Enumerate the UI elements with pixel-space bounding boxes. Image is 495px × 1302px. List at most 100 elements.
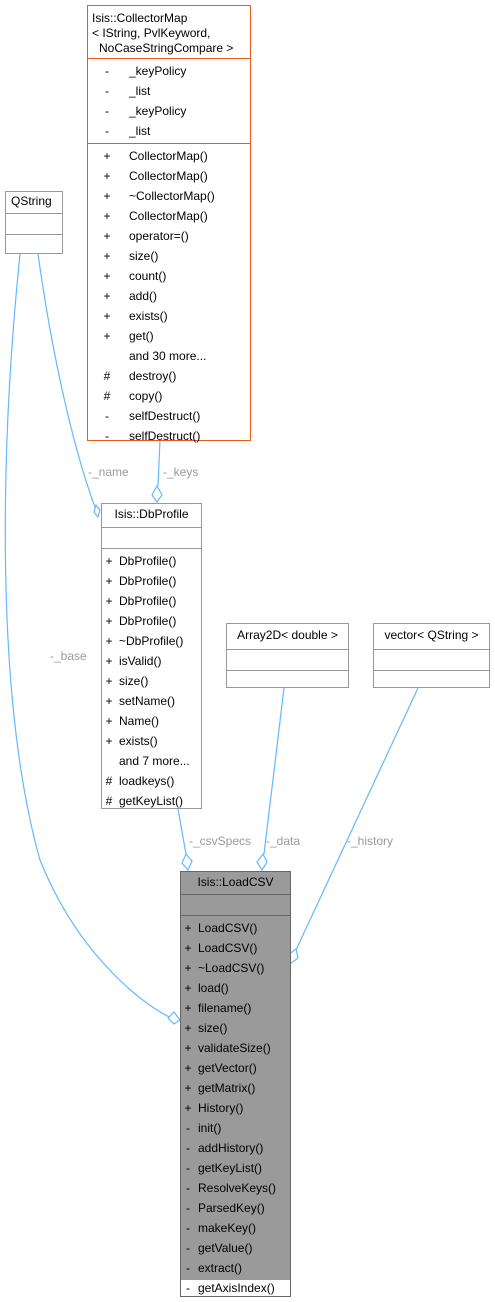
db-profile-method-row[interactable]: +isValid()	[102, 651, 201, 671]
class-qstring-attributes	[6, 213, 62, 234]
load-csv-method-row[interactable]: +load()	[181, 978, 290, 998]
edge-name-diamond	[93, 503, 101, 519]
db-profile-method-row[interactable]: +size()	[102, 671, 201, 691]
db-profile-method-name: DbProfile()	[119, 594, 177, 608]
load-csv-method-name: LoadCSV()	[198, 921, 258, 935]
collector-map-attribute-row[interactable]: -_keyPolicy	[88, 61, 250, 81]
load-csv-method-visibility: +	[184, 1101, 192, 1115]
class-vector-qstring-attributes	[374, 649, 489, 670]
load-csv-method-row[interactable]: -getValue()	[181, 1238, 290, 1258]
load-csv-method-name: History()	[198, 1101, 244, 1115]
collector-map-method-row[interactable]: +CollectorMap()	[88, 146, 250, 166]
edge-history	[295, 687, 419, 951]
edge-base	[4, 253, 177, 1021]
collector-map-method-visibility: -	[105, 429, 109, 443]
load-csv-method-name: ParsedKey()	[198, 1201, 265, 1215]
load-csv-method-row[interactable]: -ResolveKeys()	[181, 1178, 290, 1198]
collector-map-method-visibility: +	[103, 229, 111, 243]
load-csv-method-row[interactable]: -makeKey()	[181, 1218, 290, 1238]
class-vector-qstring[interactable]: vector< QString >	[373, 623, 490, 688]
load-csv-method-row[interactable]: + size()	[181, 1018, 290, 1038]
load-csv-method-row[interactable]: +getVector()	[181, 1058, 290, 1078]
load-csv-method-name: extract()	[198, 1261, 243, 1275]
collector-map-method-row[interactable]: #copy()	[88, 386, 250, 406]
db-profile-method-row[interactable]: +DbProfile()	[102, 571, 201, 591]
edge-name	[37, 253, 97, 511]
load-csv-method-name: makeKey()	[198, 1221, 257, 1235]
collector-map-method-name: CollectorMap()	[129, 149, 208, 163]
db-profile-method-row[interactable]: +setName()	[102, 691, 201, 711]
collector-map-method-row[interactable]: +size()	[88, 246, 250, 266]
collector-map-method-row[interactable]: +CollectorMap()	[88, 166, 250, 186]
edge-keys	[157, 439, 161, 487]
load-csv-method-row[interactable]: -extract()	[181, 1258, 290, 1278]
collector-map-method-row[interactable]: +exists()	[88, 306, 250, 326]
db-profile-method-visibility: +	[105, 734, 113, 748]
edge-data-diamond	[256, 852, 268, 872]
db-profile-method-row[interactable]: +~DbProfile()	[102, 631, 201, 651]
db-profile-method-visibility: #	[105, 794, 113, 808]
class-collector-map[interactable]: Isis::CollectorMap < IString, PvlKeyword…	[87, 5, 251, 443]
db-profile-method-row[interactable]: and 7 more...	[102, 751, 201, 771]
load-csv-method-row[interactable]: +getMatrix()	[181, 1078, 290, 1098]
load-csv-method-row[interactable]: +LoadCSV()	[181, 938, 290, 958]
db-profile-method-row[interactable]: #loadkeys()	[102, 771, 201, 791]
collector-map-method-row[interactable]: +count()	[88, 266, 250, 286]
db-profile-method-row[interactable]: +DbProfile()	[102, 551, 201, 571]
load-csv-method-row[interactable]: -init()	[181, 1118, 290, 1138]
class-load-csv[interactable]: Isis::LoadCSV +LoadCSV()+LoadCSV()+~Load…	[180, 871, 291, 1297]
load-csv-method-visibility: +	[184, 1001, 192, 1015]
load-csv-method-row[interactable]: +LoadCSV()	[181, 918, 290, 938]
load-csv-method-name: ResolveKeys()	[198, 1181, 277, 1195]
db-profile-method-visibility: +	[105, 694, 113, 708]
load-csv-method-visibility: -	[186, 1201, 190, 1215]
class-load-csv-title: Isis::LoadCSV	[181, 872, 290, 894]
collector-map-method-row[interactable]: -selfDestruct()	[88, 406, 250, 426]
collector-map-attribute-row[interactable]: -_keyPolicy	[88, 101, 250, 121]
db-profile-method-visibility: +	[105, 674, 113, 688]
class-collector-map-title-line-2: < IString, PvlKeyword,	[92, 26, 211, 40]
load-csv-method-name: size()	[198, 1021, 228, 1035]
class-qstring[interactable]: QString	[5, 191, 63, 254]
class-vector-qstring-title: vector< QString >	[384, 628, 479, 642]
collector-map-method-row[interactable]: and 30 more...	[88, 346, 250, 366]
db-profile-method-row[interactable]: +DbProfile()	[102, 611, 201, 631]
load-csv-method-visibility: -	[186, 1281, 190, 1295]
collector-map-method-row[interactable]: +get()	[88, 326, 250, 346]
collector-map-attribute-row[interactable]: -_list	[88, 121, 250, 141]
load-csv-method-row[interactable]: +validateSize()	[181, 1038, 290, 1058]
class-array2d[interactable]: Array2D< double >	[226, 623, 349, 688]
db-profile-method-name: DbProfile()	[119, 554, 177, 568]
collector-map-method-row[interactable]: #destroy()	[88, 366, 250, 386]
load-csv-method-row[interactable]: + History()	[181, 1098, 290, 1118]
collector-map-method-name: size()	[129, 249, 159, 263]
load-csv-method-name: validateSize()	[198, 1041, 271, 1055]
load-csv-method-row[interactable]: -getAxisIndex()	[181, 1278, 290, 1298]
collector-map-method-name: exists()	[129, 309, 168, 323]
class-db-profile[interactable]: Isis::DbProfile +DbProfile()+DbProfile()…	[101, 503, 202, 809]
edge-label-csvspecs: -_csvSpecs	[189, 834, 251, 848]
class-db-profile-title: Isis::DbProfile	[114, 507, 189, 521]
collector-map-method-row[interactable]: +~CollectorMap()	[88, 186, 250, 206]
collector-map-method-name: copy()	[129, 389, 163, 403]
db-profile-method-row[interactable]: + exists()	[102, 731, 201, 751]
load-csv-method-row[interactable]: +~LoadCSV()	[181, 958, 290, 978]
load-csv-method-row[interactable]: +filename()	[181, 998, 290, 1018]
db-profile-method-visibility: #	[105, 774, 113, 788]
collector-map-method-row[interactable]: + operator=()	[88, 226, 250, 246]
load-csv-method-row[interactable]: -addHistory()	[181, 1138, 290, 1158]
load-csv-method-row[interactable]: -getKeyList()	[181, 1158, 290, 1178]
edge-label-base: -_base	[50, 649, 87, 663]
collector-map-attribute-row[interactable]: -_list	[88, 81, 250, 101]
load-csv-method-visibility: -	[186, 1181, 190, 1195]
load-csv-method-visibility: +	[184, 1021, 192, 1035]
db-profile-method-name: exists()	[119, 734, 158, 748]
load-csv-method-row[interactable]: -ParsedKey()	[181, 1198, 290, 1218]
collector-map-method-row[interactable]: +CollectorMap()	[88, 206, 250, 226]
collector-map-method-name: operator=()	[129, 229, 189, 243]
db-profile-method-row[interactable]: #getKeyList()	[102, 791, 201, 811]
db-profile-method-row[interactable]: +DbProfile()	[102, 591, 201, 611]
collector-map-method-row[interactable]: -selfDestruct()	[88, 426, 250, 446]
db-profile-method-row[interactable]: +Name()	[102, 711, 201, 731]
collector-map-method-row[interactable]: +add()	[88, 286, 250, 306]
